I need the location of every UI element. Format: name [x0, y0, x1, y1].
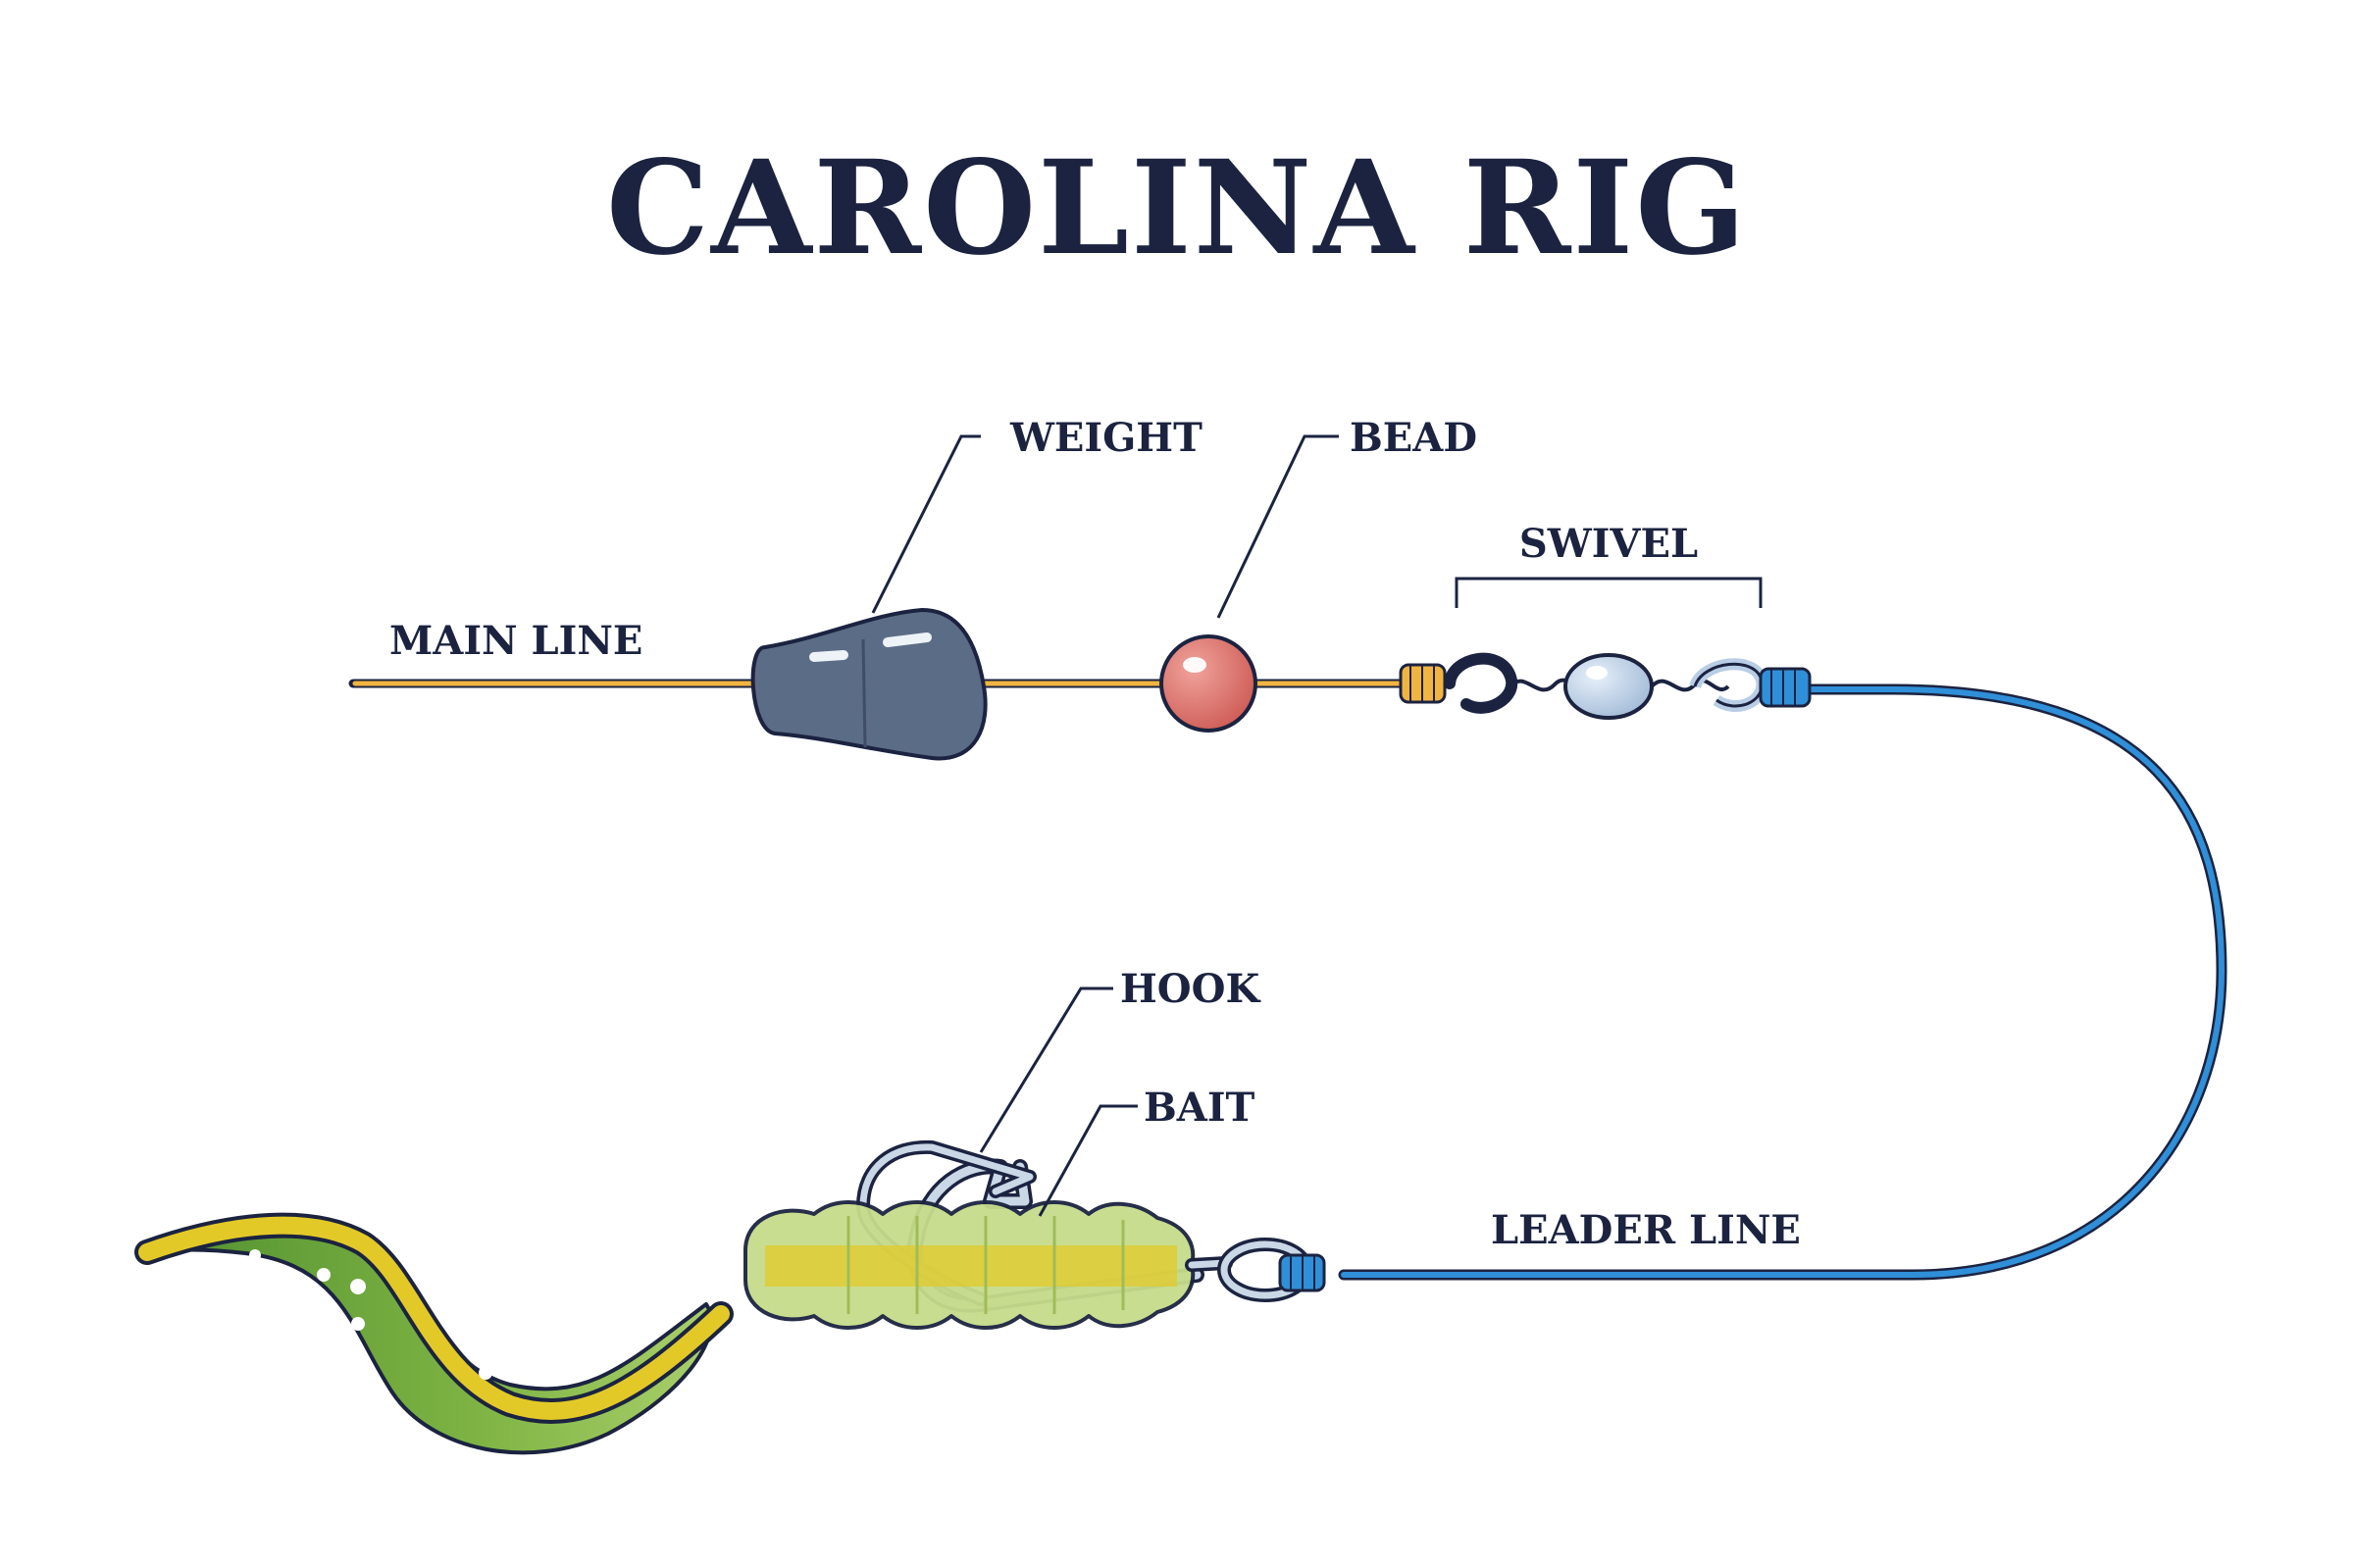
- main-line-knot: [1399, 663, 1447, 704]
- swivel-bracket: [1455, 577, 1763, 608]
- bait-callout-line: [1038, 1104, 1138, 1217]
- label-bait: BAIT: [1144, 1085, 1255, 1131]
- label-main-line: MAIN LINE: [389, 618, 642, 664]
- leader-line-knot-bottom: [1278, 1253, 1326, 1292]
- label-hook: HOOK: [1120, 966, 1260, 1012]
- bead: [1159, 634, 1257, 733]
- leader-line-knot-top: [1759, 667, 1812, 708]
- bead-callout-line: [1216, 434, 1339, 619]
- weight-sinker: [750, 608, 988, 761]
- hook-eye: [1185, 1238, 1326, 1302]
- bait-body: [743, 1200, 1196, 1330]
- leader-line: [1338, 683, 2227, 1281]
- label-swivel: SWIVEL: [1519, 521, 1698, 567]
- label-leader-line: LEADER LINE: [1491, 1207, 1801, 1253]
- hook-callout-line: [979, 986, 1113, 1153]
- label-bead: BEAD: [1350, 415, 1477, 461]
- bait-tail: [134, 1212, 734, 1455]
- weight-callout-line: [871, 434, 981, 614]
- label-weight: WEIGHT: [1009, 415, 1203, 461]
- page-title: CAROLINA RIG: [606, 132, 1748, 284]
- callout-leaders: [871, 434, 1763, 1217]
- swivel: [1399, 652, 1812, 720]
